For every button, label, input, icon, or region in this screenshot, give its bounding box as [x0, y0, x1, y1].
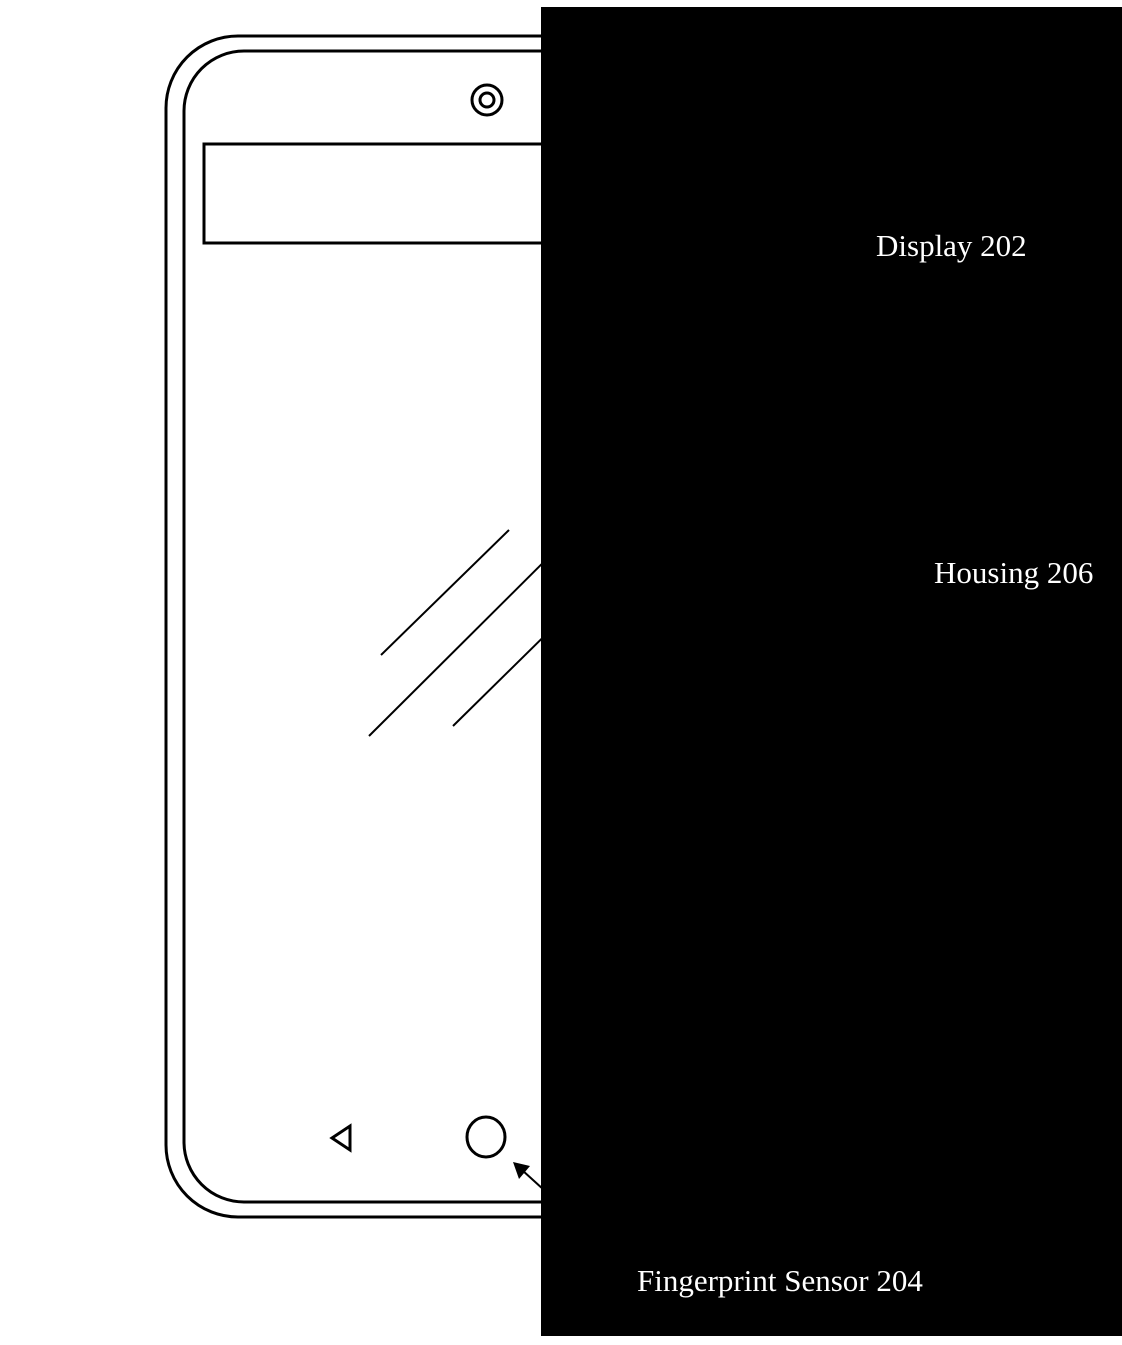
fingerprint-arrow [513, 1162, 541, 1189]
home-icon[interactable] [465, 1115, 507, 1159]
search-bar[interactable] [202, 142, 772, 245]
inverted-panel [541, 7, 1122, 1336]
fingerprint-label: Fingerprint Sensor 204 [637, 1263, 923, 1298]
phone-drawing [164, 34, 772, 1219]
housing-label: Housing 206 [934, 555, 1093, 590]
housing-outline [164, 34, 541, 1219]
back-icon[interactable] [329, 1123, 352, 1153]
camera-icon [470, 83, 504, 117]
display-label: Display 202 [876, 228, 1027, 263]
display-outline [182, 49, 541, 1204]
glare-lines [368, 529, 541, 737]
